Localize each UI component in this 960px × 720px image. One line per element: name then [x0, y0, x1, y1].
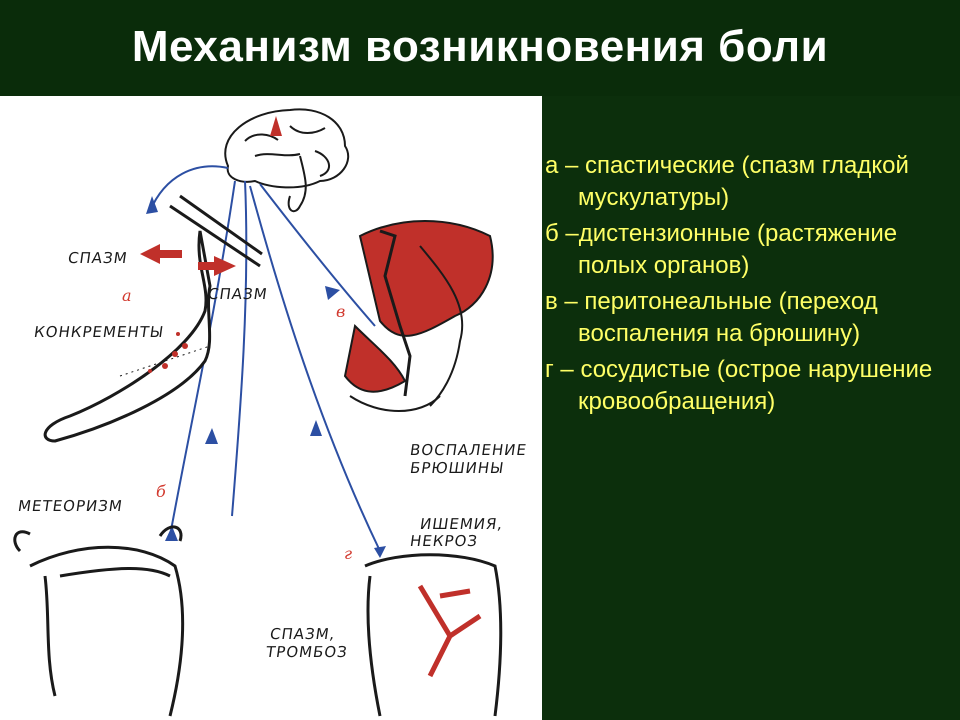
title-bar: Механизм возникновения боли — [0, 0, 960, 96]
letter-v: в — [336, 302, 346, 321]
label-meteorism: МЕТЕОРИЗМ — [16, 497, 125, 515]
nerve-pathways — [149, 165, 381, 552]
spasm-arrows — [140, 244, 236, 276]
label-necrosis: НЕКРОЗ — [408, 532, 480, 550]
ischemic-intestine-drawing — [364, 553, 503, 717]
illustration — [13, 108, 503, 717]
legend-item-vascular: г – сосудистые (острое нарушение кровооб… — [545, 356, 933, 415]
slide-title: Механизм возникновения боли — [131, 22, 829, 71]
spine-drawing — [343, 220, 494, 412]
letter-g: г — [344, 544, 353, 563]
label-ischemia: ИШЕМИЯ, — [418, 515, 505, 533]
label-peritoneal-inflammation-1: ВОСПАЛЕНИЕ — [408, 441, 529, 459]
label-peritoneal-inflammation-2: БРЮШИНЫ — [408, 459, 506, 477]
legend-item-peritoneal: в – перитонеальные (переход воспаления н… — [545, 288, 878, 347]
legend-item-spastic: а – спастические (спазм гладкой мускулат… — [545, 152, 909, 211]
label-spasm-bottom: СПАЗМ, — [268, 625, 337, 643]
pain-types-legend: а – спастические (спазм гладкой мускулат… — [545, 150, 955, 422]
distended-intestine-drawing — [13, 525, 185, 717]
label-spasm-left: СПАЗМ — [66, 249, 129, 267]
letter-b: б — [156, 482, 166, 501]
pain-mechanism-figure: СПАЗМ СПАЗМ КОНКРЕМЕНТЫ МЕТЕОРИЗМ ВОСПАЛ… — [0, 96, 542, 720]
gallbladder-drawing — [43, 194, 263, 443]
label-spasm-center: СПАЗМ — [206, 285, 269, 303]
label-thrombosis: ТРОМБОЗ — [264, 643, 350, 661]
pathway-arrowheads — [146, 196, 386, 558]
letter-a: а — [122, 286, 132, 305]
brain-drawing — [224, 108, 350, 213]
legend-item-distension: б –дистензионные (растяжение полых орган… — [545, 220, 898, 279]
brain-signal-arrow — [270, 116, 282, 136]
label-concrements: КОНКРЕМЕНТЫ — [32, 323, 166, 341]
